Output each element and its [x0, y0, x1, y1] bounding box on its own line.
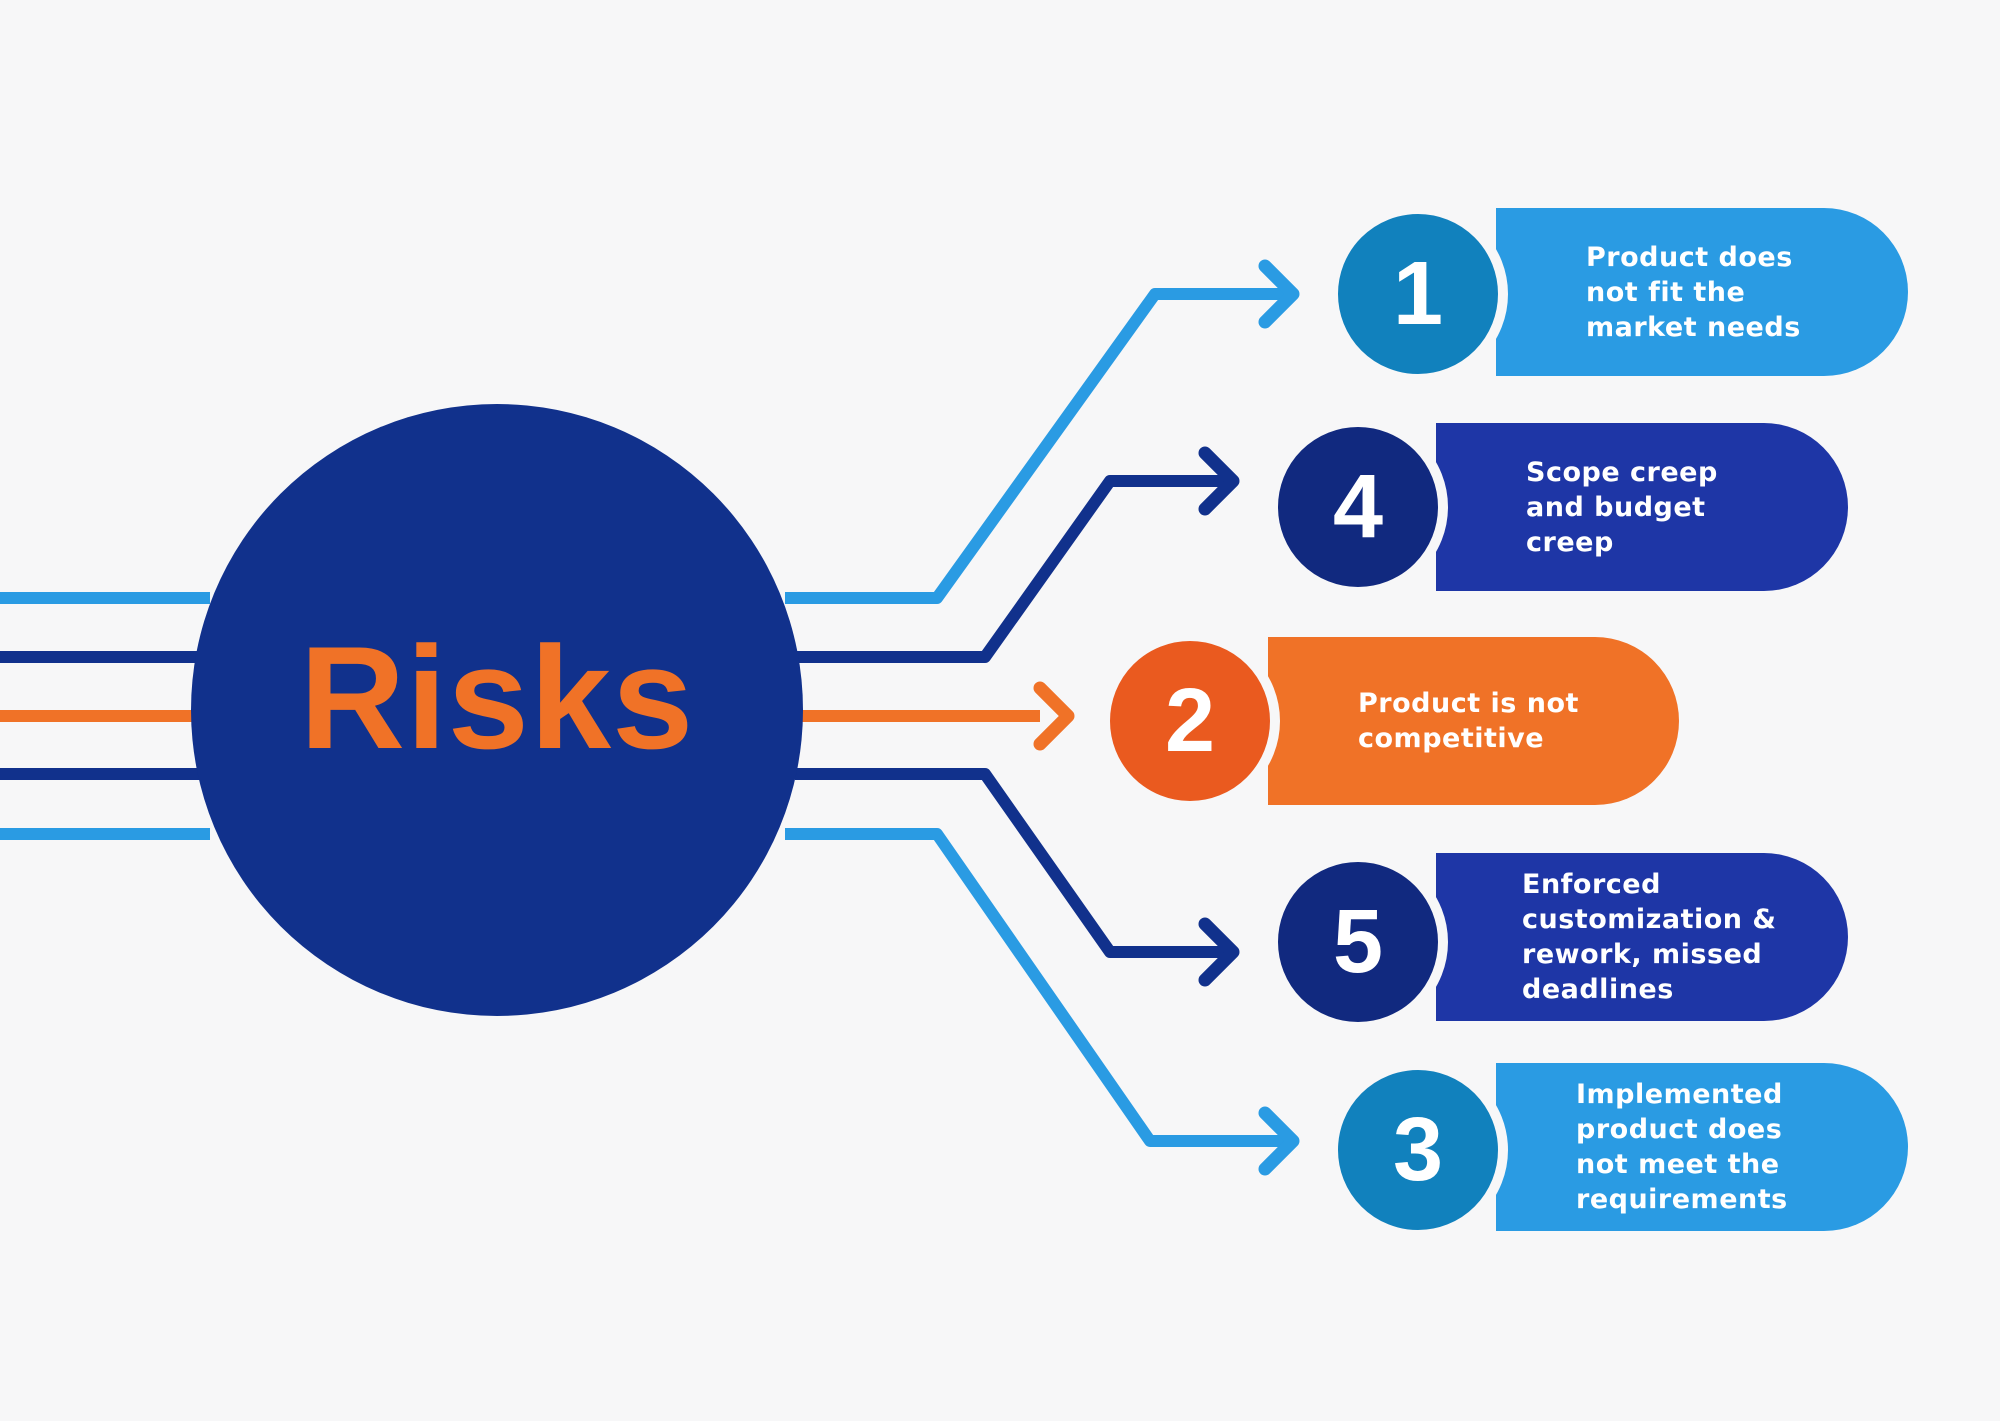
risk-item-4-number-circle: 4 — [1268, 417, 1448, 597]
risk-item-3-text: Implemented product does not meet the re… — [1576, 1079, 1788, 1215]
risk-item-5-number: 5 — [1332, 892, 1384, 992]
connector-line-4 — [795, 475, 1230, 663]
hub-title: Risks — [299, 616, 695, 779]
risk-item-1-number: 1 — [1392, 244, 1444, 344]
risk-item-1-pill: Product does not fit the market needs — [1496, 208, 1908, 376]
risk-item-3-pill: Implemented product does not meet the re… — [1496, 1063, 1908, 1231]
risk-item-5-text: Enforced customization & rework, missed … — [1522, 869, 1777, 1005]
risk-item-5-number-circle: 5 — [1268, 852, 1448, 1032]
risk-item-4-number: 4 — [1332, 457, 1384, 557]
connector-line-5 — [795, 768, 1230, 958]
risk-item-4-text: Scope creep and budget creep — [1526, 456, 1718, 558]
arrowhead-3 — [1258, 1106, 1300, 1176]
arrowhead-4 — [1198, 446, 1240, 516]
arrowhead-5 — [1198, 917, 1240, 987]
risks-hub-circle: Risks — [191, 404, 803, 1016]
arrowhead-2 — [1033, 681, 1075, 751]
risk-item-2-pill: Product is not competitive — [1268, 637, 1679, 805]
risk-item-2-number-circle: 2 — [1100, 631, 1280, 811]
risk-item-3-number: 3 — [1392, 1100, 1444, 1200]
risk-item-2-number: 2 — [1164, 671, 1216, 771]
arrowhead-1 — [1258, 259, 1300, 329]
risk-item-5-pill: Enforced customization & rework, missed … — [1436, 853, 1848, 1021]
risk-item-3-number-circle: 3 — [1328, 1060, 1508, 1240]
risk-item-2-text: Product is not competitive — [1358, 688, 1579, 754]
risk-item-4-pill: Scope creep and budget creep — [1436, 423, 1848, 591]
connector-line-3 — [785, 828, 1290, 1147]
risk-item-1-text: Product does not fit the market needs — [1586, 241, 1801, 343]
risk-item-1-number-circle: 1 — [1328, 204, 1508, 384]
connector-line-1 — [785, 288, 1290, 604]
